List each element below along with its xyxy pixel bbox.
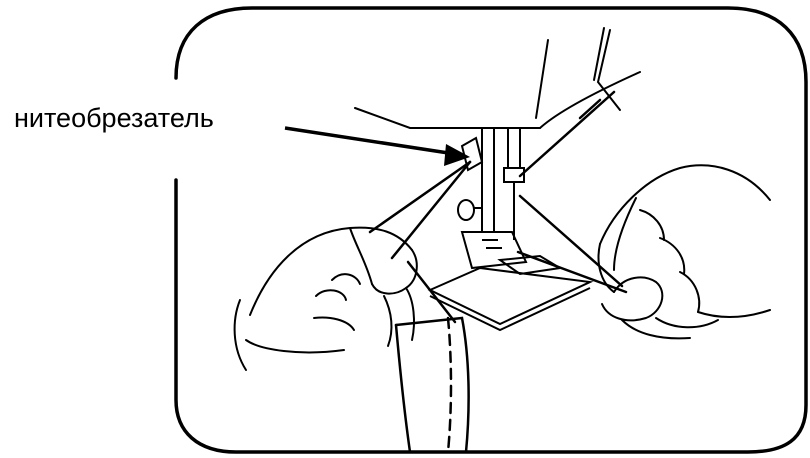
- fabric-strip: [396, 318, 469, 452]
- left-hand: [235, 228, 417, 370]
- presser-foot-screw: [458, 200, 482, 220]
- illustration-frame: [176, 8, 806, 452]
- callout-arrow: [285, 128, 470, 166]
- machine-head: [355, 28, 640, 128]
- right-hand: [599, 165, 770, 338]
- needle-bar: [482, 128, 524, 240]
- presser-foot: [462, 232, 560, 274]
